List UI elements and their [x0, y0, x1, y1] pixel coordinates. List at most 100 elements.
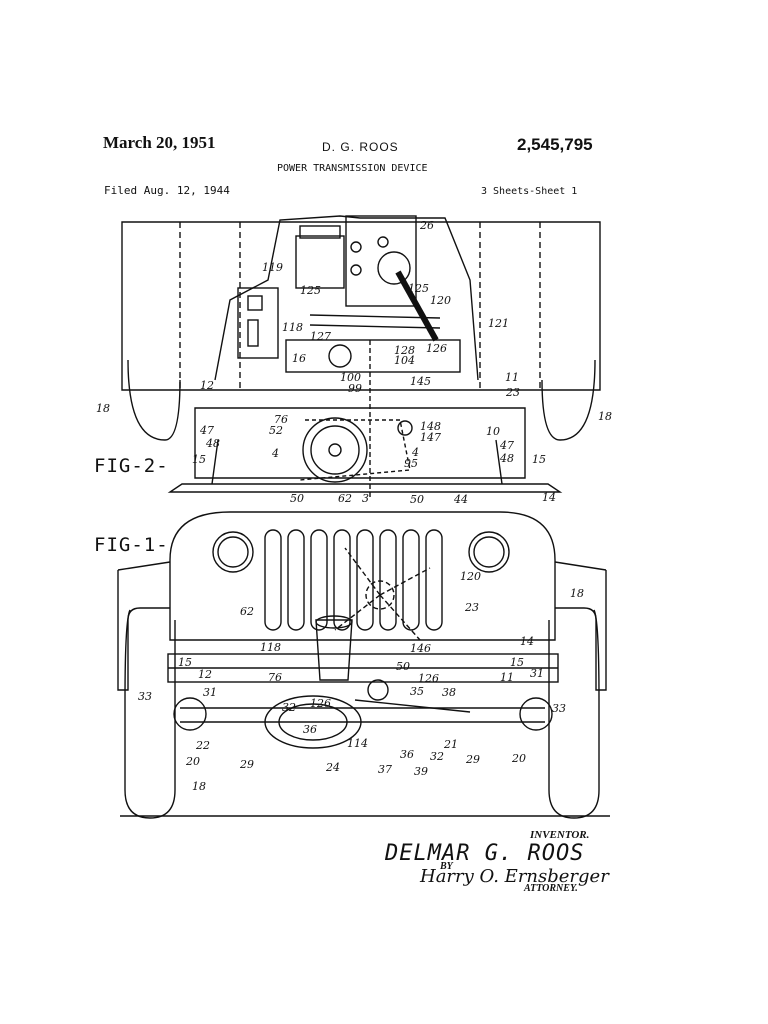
- fig1-gearbox: [315, 619, 353, 681]
- patent-date: March 20, 1951: [103, 133, 216, 152]
- svg-text:125: 125: [300, 284, 321, 297]
- svg-text:50: 50: [396, 660, 410, 673]
- svg-text:36: 36: [400, 748, 414, 761]
- svg-text:104: 104: [394, 354, 415, 367]
- fig2-gear-hub: [377, 251, 411, 285]
- svg-text:4: 4: [411, 446, 419, 459]
- svg-text:52: 52: [269, 424, 283, 437]
- svg-text:20: 20: [185, 755, 200, 768]
- by-label: BY: [440, 861, 453, 872]
- svg-text:62: 62: [240, 605, 254, 618]
- svg-text:38: 38: [442, 686, 456, 699]
- fig1-axle: [180, 707, 545, 723]
- svg-text:3: 3: [362, 492, 369, 505]
- svg-text:16: 16: [292, 352, 306, 365]
- svg-text:50: 50: [410, 493, 424, 506]
- svg-text:120: 120: [430, 294, 451, 307]
- inventor-label: INVENTOR.: [530, 829, 590, 841]
- filed-date: Filed Aug. 12, 1944: [104, 184, 230, 197]
- svg-text:118: 118: [260, 641, 281, 654]
- svg-text:126: 126: [310, 697, 331, 710]
- fig2-cutaway: [214, 215, 479, 381]
- inventor-name: DELMAR G. ROOS: [385, 841, 585, 866]
- sheet-count: 3 Sheets-Sheet 1: [481, 186, 578, 197]
- fig1-slots: [264, 529, 443, 631]
- fig2-frame: [194, 407, 526, 479]
- svg-text:119: 119: [262, 261, 283, 274]
- svg-text:33: 33: [138, 690, 152, 703]
- svg-text:11: 11: [505, 371, 519, 384]
- svg-text:147: 147: [420, 431, 441, 444]
- svg-text:15: 15: [532, 453, 546, 466]
- svg-text:12: 12: [198, 668, 212, 681]
- fig2-wheel-right: [541, 359, 596, 441]
- svg-text:145: 145: [410, 375, 431, 388]
- attorney-label: ATTORNEY.: [524, 883, 578, 894]
- fig1-label: FIG-1-: [94, 534, 169, 556]
- fig1-grille: [169, 511, 556, 641]
- svg-text:121: 121: [488, 317, 509, 330]
- attorney-signature: Harry O. Ernsberger: [420, 866, 609, 887]
- svg-text:126: 126: [426, 342, 447, 355]
- fig2-hood-dashes: [179, 222, 541, 390]
- svg-text:125: 125: [408, 282, 429, 295]
- fig2-hood: [121, 221, 601, 391]
- svg-text:32: 32: [282, 701, 296, 714]
- fig1-hub-right: [519, 697, 553, 731]
- svg-text:32: 32: [430, 750, 444, 763]
- svg-text:146: 146: [410, 642, 431, 655]
- svg-text:120: 120: [460, 570, 481, 583]
- patent-number: 2,545,795: [517, 135, 593, 154]
- svg-text:47: 47: [199, 424, 214, 437]
- svg-text:48: 48: [499, 452, 514, 465]
- fig2-wheel-left: [127, 359, 181, 441]
- svg-text:44: 44: [453, 493, 468, 506]
- fig1-tire-left: [124, 609, 176, 819]
- svg-text:11: 11: [500, 671, 514, 684]
- svg-text:35: 35: [410, 685, 424, 698]
- fig1-fan: [334, 547, 431, 641]
- svg-text:29: 29: [465, 753, 480, 766]
- fig2-gearbox: [345, 215, 417, 307]
- fig1-hub-left: [173, 697, 207, 731]
- svg-text:148: 148: [420, 420, 441, 433]
- fig2-bumper: [167, 483, 563, 493]
- fig2-pulley: [302, 417, 368, 483]
- svg-text:76: 76: [274, 413, 288, 426]
- fig2-bracket: [237, 287, 279, 359]
- fig2-box-16: [285, 339, 461, 373]
- svg-text:20: 20: [511, 752, 526, 765]
- fig2-label: FIG-2-: [94, 455, 169, 477]
- fig1-headlight-right: [468, 531, 510, 573]
- svg-text:14: 14: [542, 491, 556, 504]
- svg-text:126: 126: [418, 672, 439, 685]
- svg-text:21: 21: [443, 738, 458, 751]
- svg-text:99: 99: [348, 382, 362, 395]
- inventor-header: D. G. ROOS: [322, 140, 399, 154]
- svg-text:24: 24: [325, 761, 340, 774]
- svg-text:37: 37: [378, 763, 392, 776]
- svg-text:18: 18: [598, 410, 612, 423]
- fig2-drawing: [121, 215, 601, 500]
- svg-text:29: 29: [239, 758, 254, 771]
- svg-text:15: 15: [178, 656, 192, 669]
- fig1-drawing: [117, 511, 610, 819]
- svg-text:95: 95: [404, 457, 418, 470]
- svg-text:4: 4: [271, 447, 279, 460]
- svg-text:36: 36: [303, 723, 317, 736]
- svg-text:18: 18: [96, 402, 110, 415]
- svg-text:50: 50: [290, 492, 304, 505]
- svg-text:128: 128: [394, 344, 415, 357]
- svg-text:18: 18: [192, 780, 206, 793]
- svg-text:10: 10: [486, 425, 500, 438]
- svg-text:23: 23: [505, 386, 520, 399]
- svg-text:62: 62: [338, 492, 352, 505]
- svg-text:15: 15: [192, 453, 206, 466]
- fig1-tire-right: [548, 609, 600, 819]
- patent-title: POWER TRANSMISSION DEVICE: [277, 163, 428, 174]
- svg-text:31: 31: [203, 686, 217, 699]
- svg-text:18: 18: [570, 587, 584, 600]
- svg-text:47: 47: [499, 439, 514, 452]
- svg-text:48: 48: [205, 437, 220, 450]
